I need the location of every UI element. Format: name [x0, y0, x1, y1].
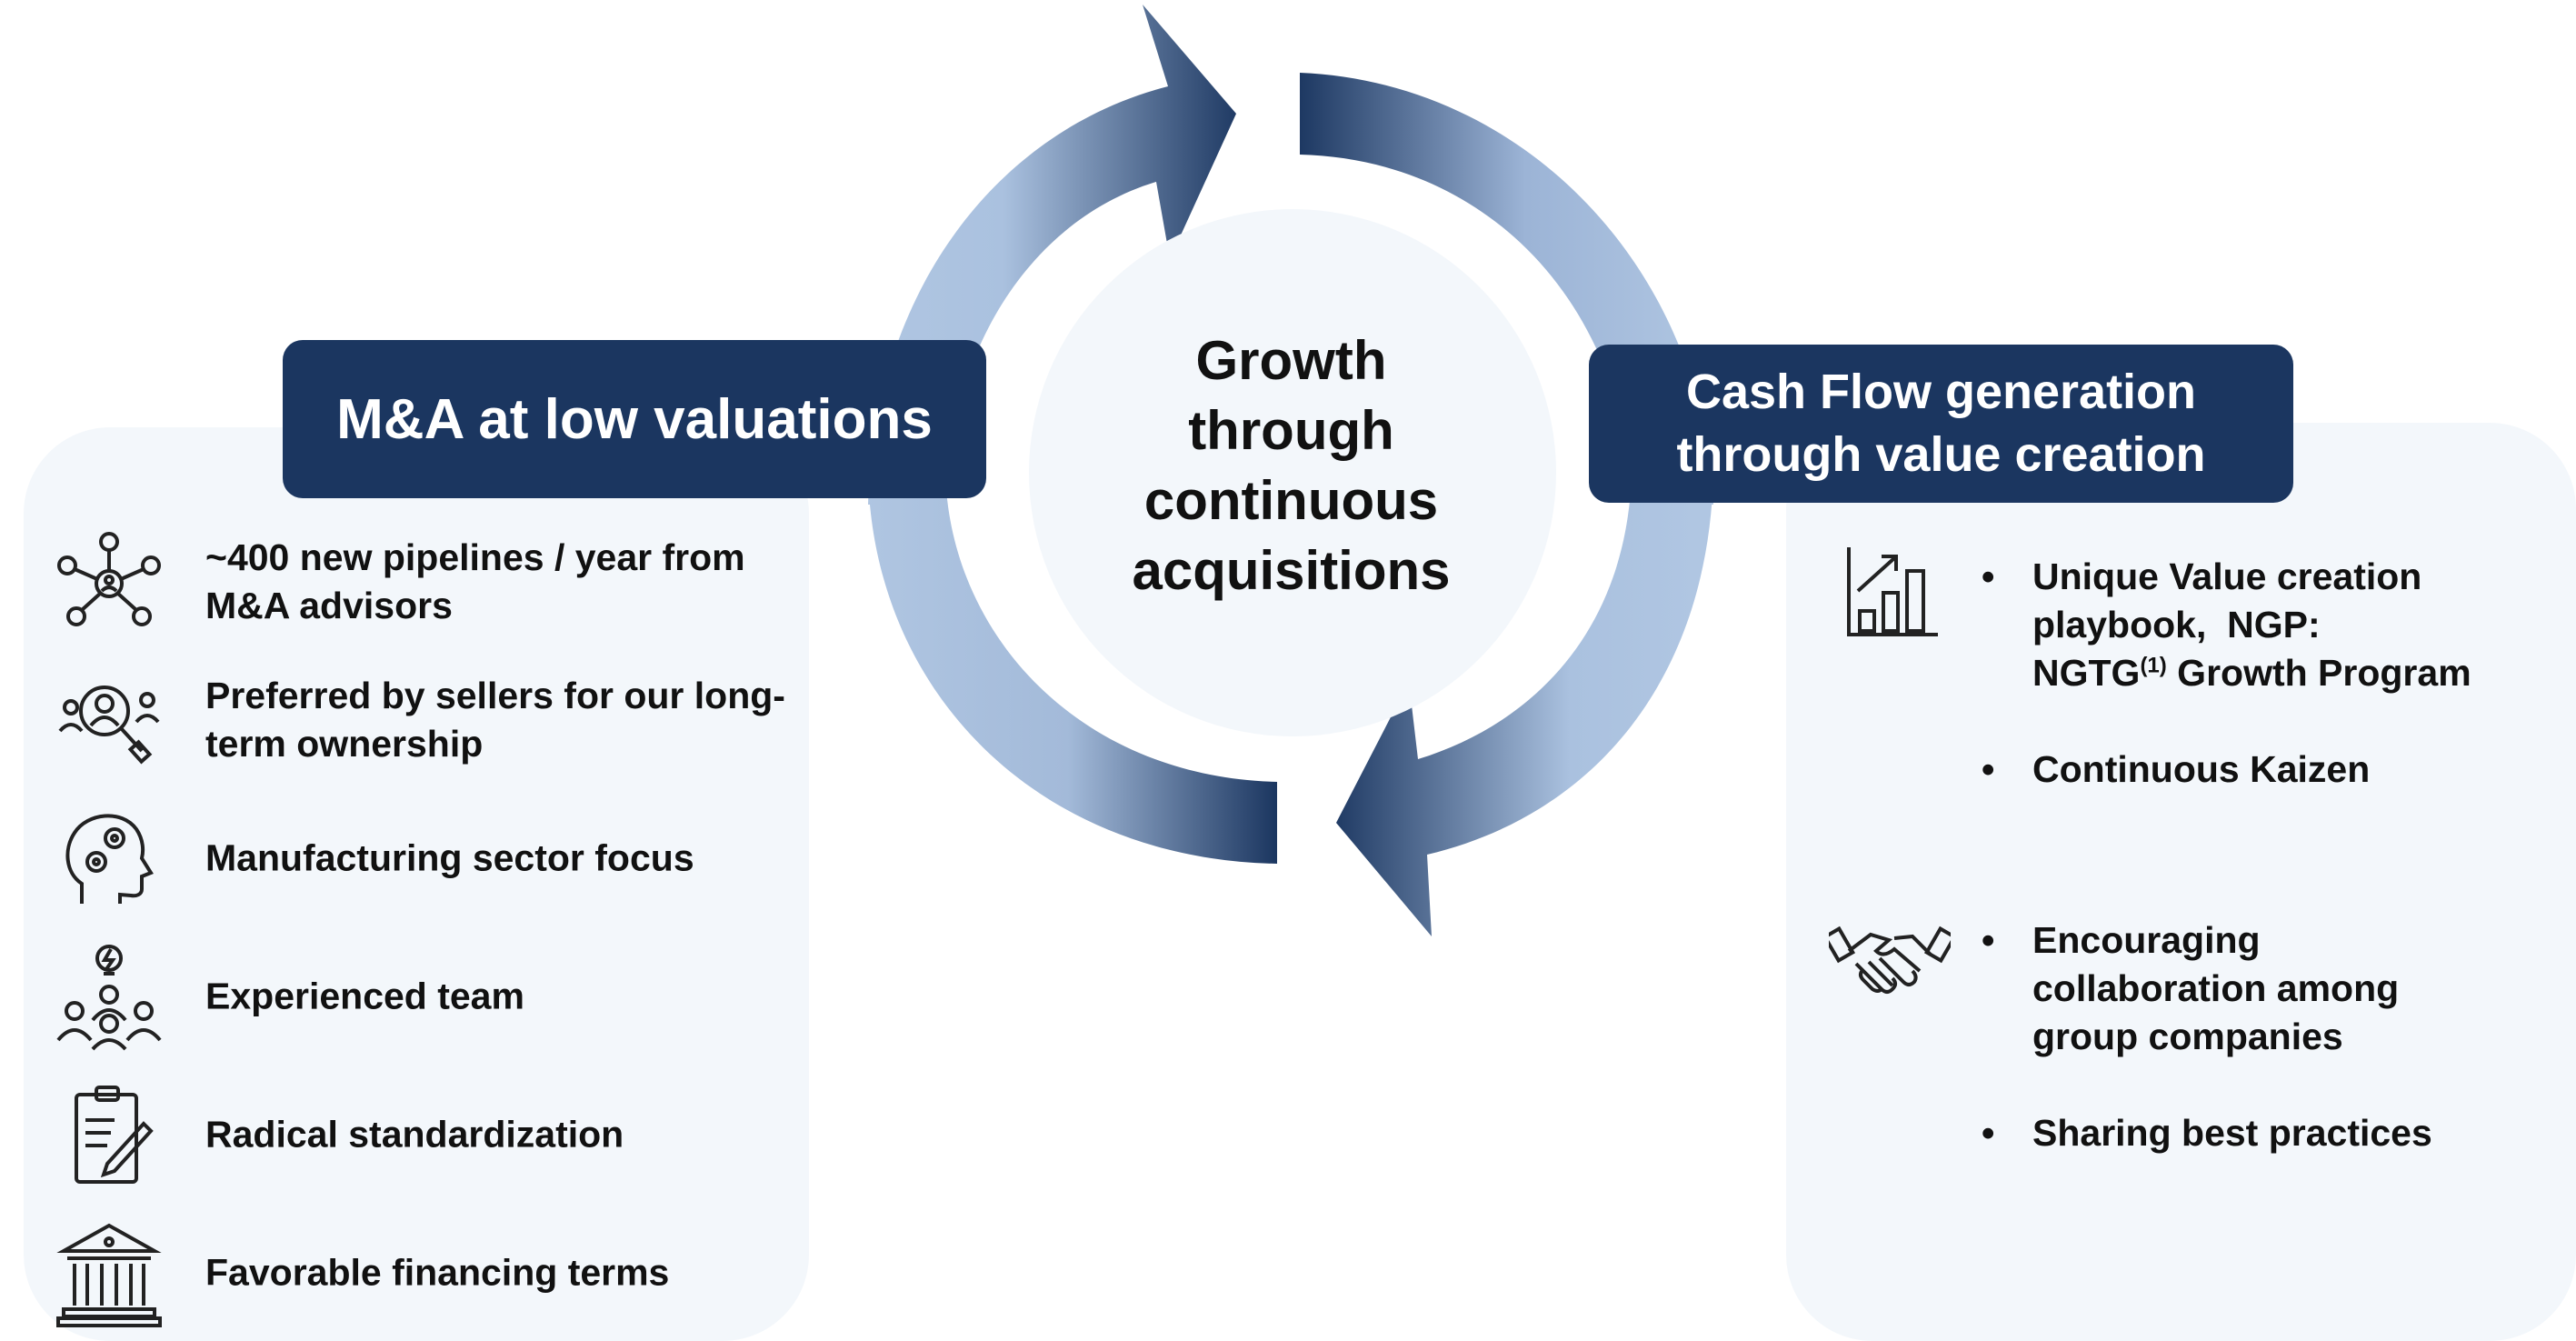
head-gears-icon	[65, 814, 154, 904]
bullet-dot: •	[1982, 748, 1995, 790]
left-panel	[24, 427, 809, 1341]
left-item-text: Manufacturing sector focus	[205, 836, 694, 879]
center-title: Growth through continuous acquisitions	[1039, 325, 1543, 605]
center-circle	[1029, 209, 1556, 736]
bullet-line: group companies	[2032, 1016, 2343, 1057]
left-item-text: Preferred by sellers for our long-term o…	[205, 675, 785, 765]
bullet-line: NGTG(1) Growth Program	[2032, 649, 2576, 697]
bullet-line: collaboration among	[2032, 967, 2400, 1009]
bullet-dot: •	[1982, 555, 1995, 597]
right-header-line: Cash Flow generation	[1685, 365, 2197, 420]
bullet-line: Sharing best practices	[2032, 1112, 2432, 1154]
right-panel	[1786, 423, 2576, 1341]
left-item-pipelines: ~400 new pipelines / year from M&A advis…	[55, 527, 800, 636]
left-item-team: Experienced team	[55, 942, 800, 1051]
bullet-line-part: NGTG	[2032, 652, 2141, 694]
bullet-dot: •	[1982, 1112, 1995, 1154]
left-item-financing: Favorable financing terms	[55, 1218, 800, 1327]
left-item-text: ~400 new pipelines / year from M&A advis…	[205, 536, 745, 626]
left-item-text: Radical standardization	[205, 1113, 624, 1156]
left-item-standardization: Radical standardization	[55, 1080, 800, 1189]
left-item-sellers: Preferred by sellers for our long-term o…	[55, 665, 800, 775]
left-item-text: Favorable financing terms	[205, 1251, 670, 1294]
center-title-line: acquisitions	[1132, 540, 1451, 601]
handshake-icon	[1829, 926, 1951, 994]
right-header-line: through value creation	[1676, 427, 2206, 482]
network-people-icon	[57, 532, 161, 626]
bottom-arrow	[1336, 473, 1713, 936]
footnote-marker: (1)	[2140, 653, 2167, 678]
clipboard-pencil-icon	[75, 1086, 154, 1184]
bullet-line-part: Growth Program	[2166, 652, 2471, 694]
bullet-dot: •	[1982, 919, 1995, 961]
center-title-line: Growth	[1195, 330, 1387, 391]
bank-building-icon	[56, 1223, 162, 1327]
bullet-line: Unique Value creation	[2032, 555, 2422, 597]
center-title-line: continuous	[1143, 470, 1439, 531]
bullet-line: Continuous Kaizen	[2032, 748, 2371, 790]
bullet-line: playbook, NGP:	[2032, 604, 2321, 645]
right-header: Cash Flow generation through value creat…	[1589, 345, 2293, 503]
bar-chart-growth-icon	[1847, 547, 1938, 636]
left-item-manufacturing: Manufacturing sector focus	[55, 804, 800, 913]
left-header-label: M&A at low valuations	[336, 387, 933, 451]
person-search-icon	[58, 686, 160, 765]
left-item-text: Experienced team	[205, 975, 524, 1017]
team-idea-icon	[56, 945, 162, 1051]
bullet-line: Encouraging	[2032, 919, 2261, 961]
left-header: M&A at low valuations	[283, 340, 986, 498]
center-title-line: through	[1188, 400, 1394, 461]
left-arc	[868, 473, 1277, 864]
